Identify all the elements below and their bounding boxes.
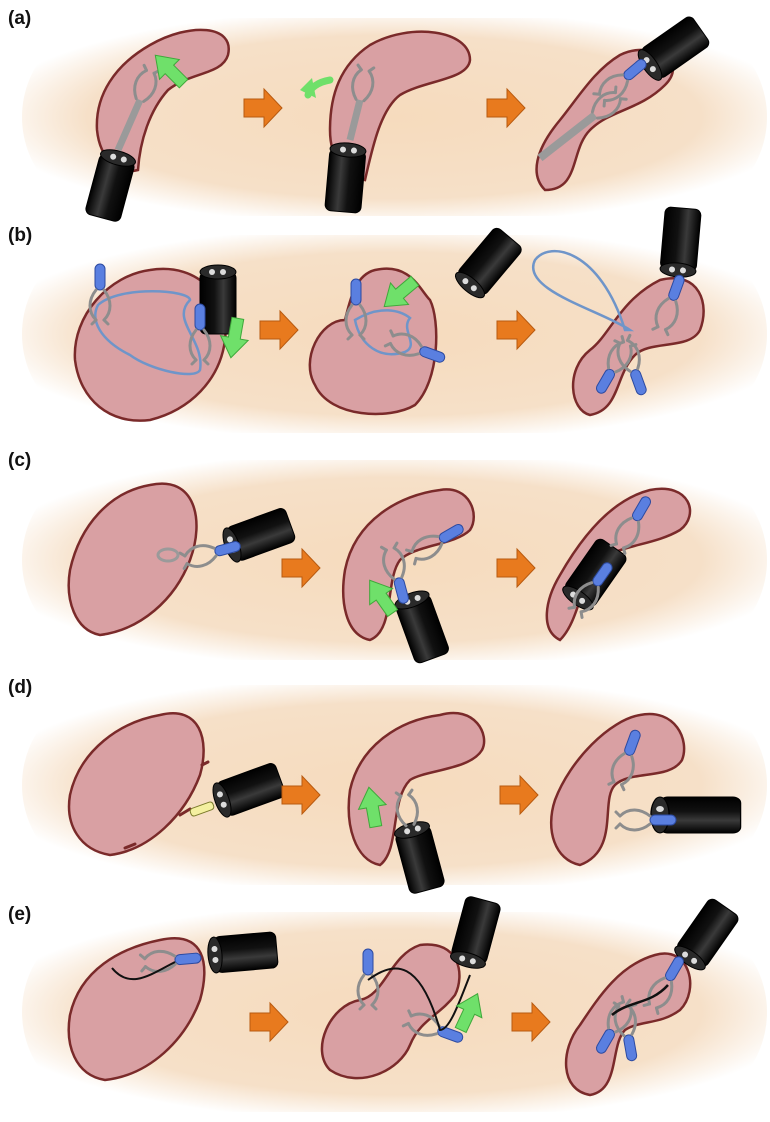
panel-label-d: (d) — [8, 677, 32, 698]
tissue-closed — [550, 712, 686, 867]
tissue-defect — [347, 711, 486, 867]
detachable-loop — [531, 249, 635, 332]
tissue-defect — [67, 712, 205, 857]
panel-c — [67, 482, 692, 665]
marking-dots — [123, 760, 210, 850]
suture — [611, 984, 669, 1016]
endoscope — [205, 931, 279, 975]
panel-a — [84, 14, 712, 224]
tissue-defect — [320, 943, 461, 1080]
suture — [111, 961, 176, 981]
detachable-loop — [94, 290, 202, 376]
panel-e — [67, 894, 741, 1097]
clip-icon — [156, 547, 180, 563]
tissue-defect — [67, 482, 198, 637]
detachable-loop — [353, 309, 412, 356]
endoscope — [324, 140, 368, 214]
panel-d — [67, 711, 742, 896]
panel-label-c: (c) — [8, 450, 31, 471]
tissue-defect — [328, 30, 472, 182]
tissue-defect — [342, 488, 475, 642]
panel-label-a: (a) — [8, 8, 31, 29]
panel-label-e: (e) — [8, 904, 31, 925]
panel-b — [73, 206, 705, 422]
endoscope — [658, 206, 702, 280]
panel-label-b: (b) — [8, 225, 32, 246]
cautery-tip — [189, 801, 215, 817]
tissue-defect — [67, 937, 206, 1082]
suture — [367, 967, 471, 1032]
tissue-closed — [535, 48, 674, 192]
tissue-defect — [95, 28, 230, 173]
